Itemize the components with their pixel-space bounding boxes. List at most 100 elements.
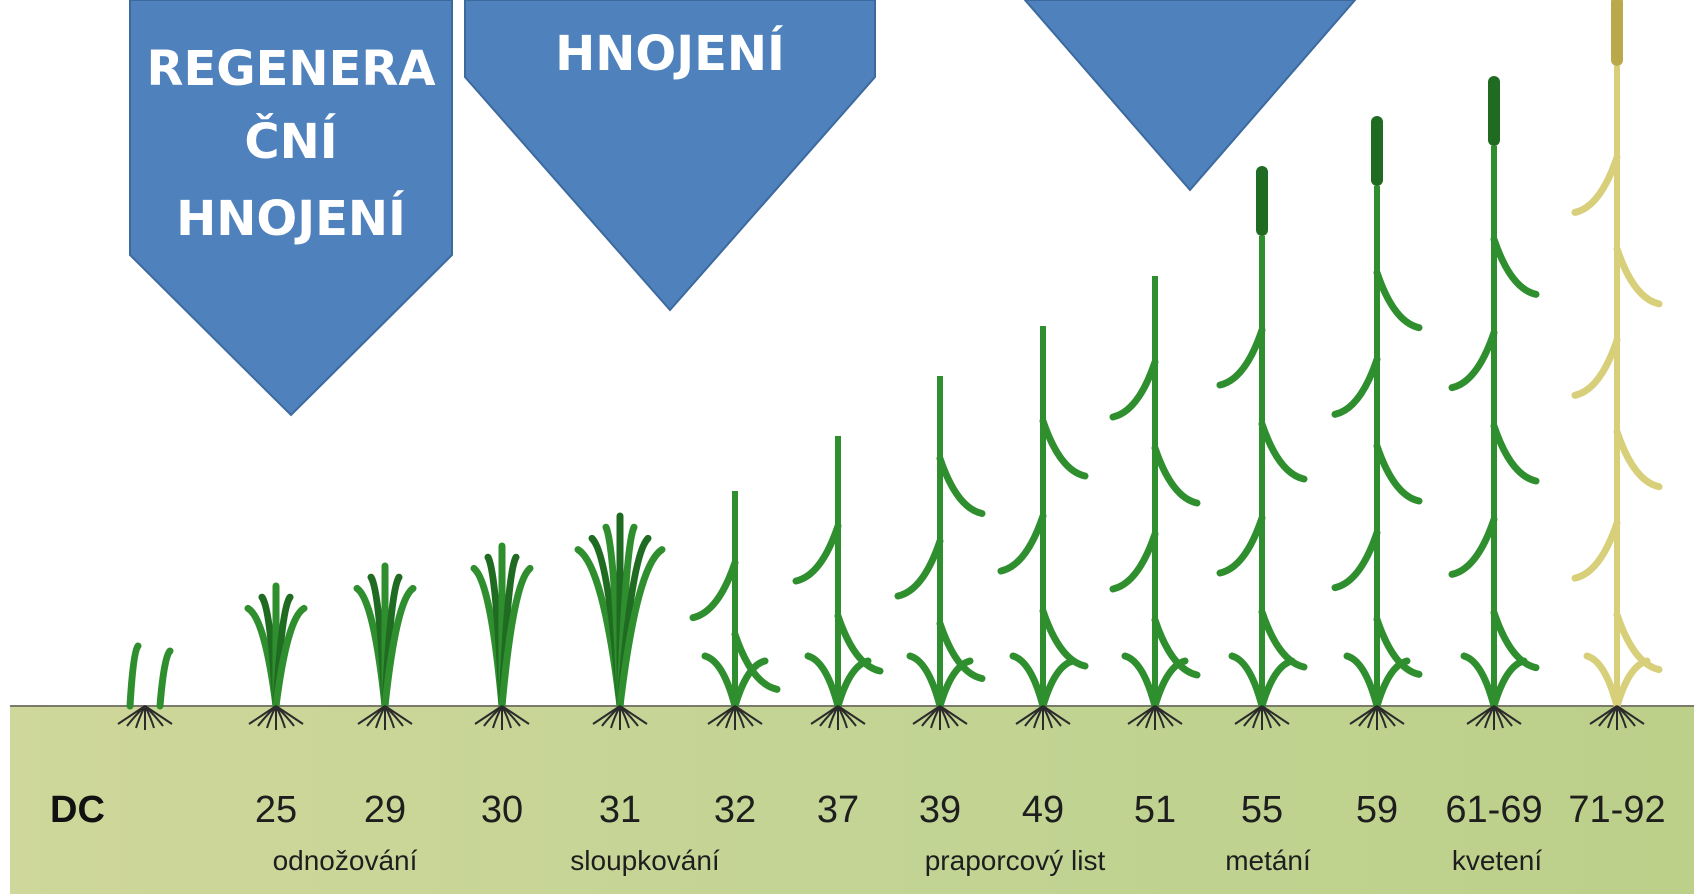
arrow-label-line: HNOJENÍ xyxy=(176,190,406,247)
plant-ear xyxy=(1611,0,1623,66)
plant-leaf xyxy=(1258,420,1308,483)
plant-leaf xyxy=(1258,608,1308,671)
plant-leaf xyxy=(1216,326,1266,389)
plant-leaf xyxy=(1613,657,1651,710)
phase-label: metání xyxy=(1225,845,1311,876)
stage-number: 71-92 xyxy=(1568,789,1665,831)
plant-root xyxy=(1616,705,1645,725)
plant-leaf xyxy=(1216,514,1266,577)
stage-number: 49 xyxy=(1022,789,1064,831)
plant-leaf xyxy=(381,584,417,710)
stage-number: 31 xyxy=(599,789,641,831)
plant-leaf xyxy=(1373,269,1423,332)
plant-root xyxy=(837,705,866,725)
arrow-label-line: ČNÍ xyxy=(244,113,337,170)
plant-leaf xyxy=(731,657,769,710)
plant-root xyxy=(1042,705,1071,725)
soil-band xyxy=(10,705,1694,894)
plant-leaf xyxy=(1373,657,1411,710)
plant-leaf xyxy=(1460,652,1498,710)
stage-number: 30 xyxy=(481,789,523,831)
dc-label: DC xyxy=(50,789,105,831)
plant-ear xyxy=(1256,166,1268,236)
plant-ear xyxy=(1371,116,1383,186)
plant-root xyxy=(619,705,648,725)
plant-leaf xyxy=(894,537,944,600)
phase-label: kvetení xyxy=(1452,845,1542,876)
plant-leaf xyxy=(936,657,974,710)
arrow-regeneracni-hnojeni: REGENERA ČNÍ HNOJENÍ xyxy=(129,0,453,417)
plant-leaf xyxy=(126,642,142,710)
plant-leaf xyxy=(1373,442,1423,505)
plant-leaf xyxy=(689,559,739,622)
plant-leaf xyxy=(1331,529,1381,592)
plant-root xyxy=(1154,705,1183,725)
plant-leaf xyxy=(1039,657,1077,710)
plant-leaf xyxy=(272,604,308,710)
plant-stages xyxy=(117,0,1663,730)
plant-leaf xyxy=(997,512,1047,575)
plant-leaf xyxy=(1009,652,1047,710)
plant-leaf xyxy=(1490,657,1528,710)
stage-number: 25 xyxy=(255,789,297,831)
plant-root xyxy=(144,705,173,725)
plant-leaf xyxy=(1613,611,1663,674)
plant-leaf xyxy=(1583,652,1621,710)
plant-leaf xyxy=(906,652,944,710)
plant-leaf xyxy=(1258,657,1296,710)
phase-labels: odnožování sloupkování praporcový list m… xyxy=(273,845,1543,876)
arrow-hnojeni: HNOJENÍ xyxy=(464,0,876,312)
plant-leaf xyxy=(701,652,739,710)
plant-root xyxy=(384,705,413,725)
plant-leaf xyxy=(1343,652,1381,710)
plant-leaf xyxy=(1571,153,1621,216)
plant-leaf xyxy=(1151,657,1189,710)
plant-leaf xyxy=(1448,515,1498,578)
phase-label: odnožování xyxy=(273,845,418,876)
plant-root xyxy=(1493,705,1522,725)
plant-leaf xyxy=(1039,607,1089,670)
stage-numbers: 25 29 30 31 32 37 39 49 51 55 59 61-69 7… xyxy=(255,789,1666,831)
plant-leaf xyxy=(156,647,174,710)
stage-number: 29 xyxy=(364,789,406,831)
plant-root xyxy=(1261,705,1290,725)
arrow-unlabeled xyxy=(1023,0,1357,192)
stage-number: 37 xyxy=(817,789,859,831)
plant-leaf xyxy=(616,546,666,710)
plant-root xyxy=(734,705,763,725)
arrow-label-line: REGENERA xyxy=(146,41,435,97)
plant-leaf xyxy=(834,612,884,675)
stage-number: 59 xyxy=(1356,789,1398,831)
stage-number: 51 xyxy=(1134,789,1176,831)
plant-leaf xyxy=(1613,245,1663,308)
plant-leaf xyxy=(498,564,534,710)
plant-leaf xyxy=(1109,530,1159,593)
plant-leaf xyxy=(936,620,986,682)
plant-leaf xyxy=(1331,355,1381,418)
plant-leaf xyxy=(804,652,842,710)
plant-leaf xyxy=(1490,422,1540,485)
arrow-label-line: HNOJENÍ xyxy=(555,25,785,82)
plant-leaf xyxy=(1571,336,1621,399)
plant-leaf xyxy=(1490,609,1540,672)
stage-number: 55 xyxy=(1241,789,1283,831)
plant-leaf xyxy=(1151,444,1201,507)
stage-number: 61-69 xyxy=(1445,789,1542,831)
plant-root xyxy=(275,705,304,725)
plant-leaf xyxy=(936,455,986,517)
plant-leaf xyxy=(834,657,872,710)
plant-root xyxy=(939,705,968,725)
plant-leaf xyxy=(1448,329,1498,392)
plant-leaf xyxy=(1228,652,1266,710)
plant-leaf xyxy=(1151,616,1201,679)
plant-leaf xyxy=(1039,417,1089,480)
plant-leaf xyxy=(792,522,842,585)
phase-label: praporcový list xyxy=(925,845,1106,876)
plant-leaf xyxy=(1373,615,1423,678)
phase-label: sloupkování xyxy=(570,845,720,876)
plant-leaf xyxy=(1109,358,1159,421)
plant-leaf xyxy=(1121,652,1159,710)
plant-leaf xyxy=(1571,519,1621,582)
stage-number: 32 xyxy=(714,789,756,831)
